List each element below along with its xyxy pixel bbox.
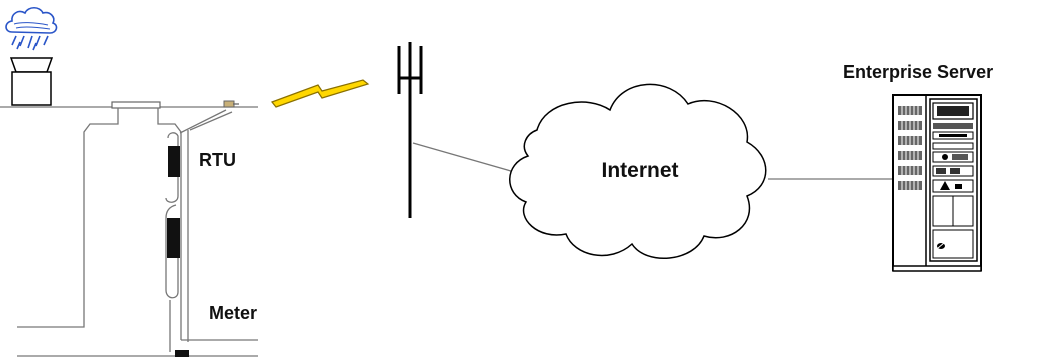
rtu-device [168,146,180,177]
weather-sensor-icon [9,57,54,106]
wireless-signal-icon [271,79,370,108]
internet-cloud-icon: Internet [509,83,767,260]
meter-label: Meter [209,303,257,323]
meter-device [167,218,180,258]
rtu-label: RTU [199,150,236,170]
cell-tower-icon [397,42,423,218]
enterprise-server-label: Enterprise Server [843,62,993,82]
server-rack-icon [892,94,982,272]
internet-label: Internet [601,159,678,182]
rain-cloud-icon [5,6,58,51]
water-well-pipes [0,100,258,357]
